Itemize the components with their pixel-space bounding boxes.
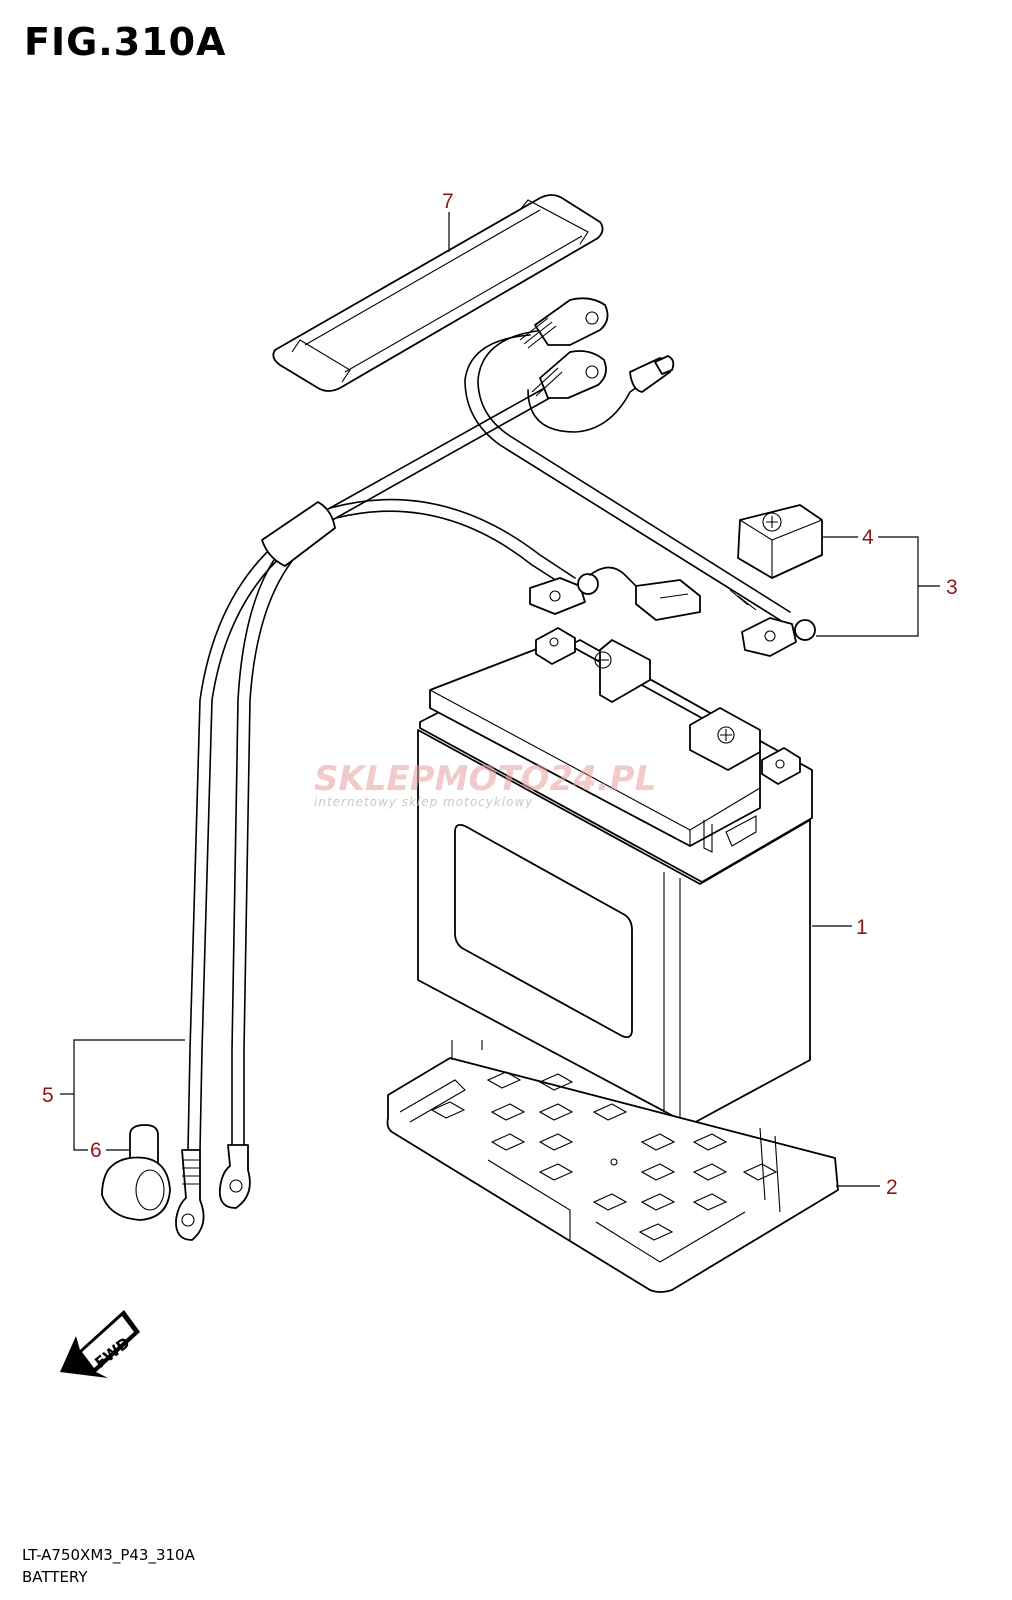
callout-4: 4 bbox=[862, 526, 874, 549]
figure-title: FIG.310A bbox=[24, 20, 227, 64]
svg-text:SKLEPMOTO24.PL: SKLEPMOTO24.PL bbox=[314, 759, 656, 799]
svg-text:internetowy sklep motocyklowy: internetowy sklep motocyklowy bbox=[314, 795, 533, 809]
terminal-cap bbox=[101, 1124, 171, 1221]
callout-3: 3 bbox=[946, 576, 958, 599]
positive-terminal-cover bbox=[737, 504, 823, 579]
battery-strap bbox=[272, 194, 604, 392]
battery-tray bbox=[386, 1040, 839, 1293]
figure-name: BATTERY bbox=[22, 1568, 88, 1586]
leader-lines bbox=[60, 212, 940, 1187]
battery-lead-wire bbox=[175, 297, 816, 1241]
callout-6: 6 bbox=[90, 1139, 102, 1162]
fwd-arrow-icon: FWD bbox=[60, 1310, 140, 1378]
callout-7: 7 bbox=[442, 190, 454, 213]
callout-2: 2 bbox=[886, 1176, 898, 1199]
figure-code: LT-A750XM3_P43_310A bbox=[22, 1546, 195, 1564]
battery bbox=[417, 627, 813, 1126]
watermark: SKLEPMOTO24.PL internetowy sklep motocyk… bbox=[314, 759, 656, 809]
callout-1: 1 bbox=[856, 916, 868, 939]
callout-5: 5 bbox=[42, 1084, 54, 1107]
